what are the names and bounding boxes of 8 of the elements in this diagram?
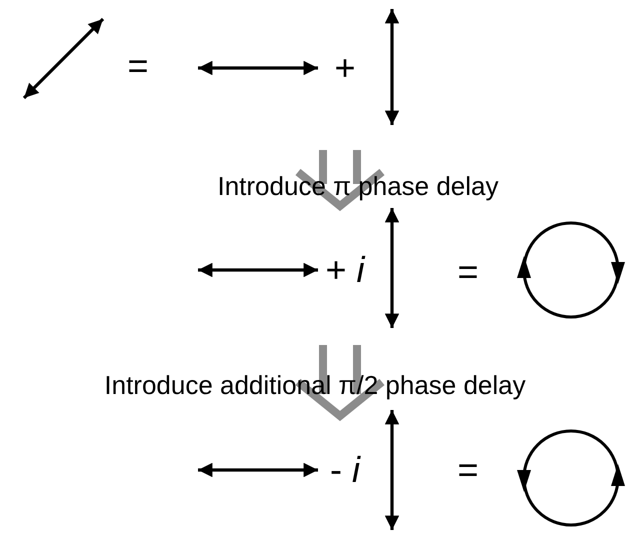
equals-sign: =	[127, 48, 149, 84]
equals-sign: =	[457, 254, 479, 290]
math-term: - i	[330, 452, 360, 488]
equals-sign: =	[457, 452, 479, 488]
step-text: Introduce π phase delay	[218, 173, 498, 199]
step-text: Introduce additional π/2 phase delay	[104, 372, 526, 398]
plus-sign: +	[334, 50, 356, 86]
math-term: + i	[325, 252, 365, 288]
